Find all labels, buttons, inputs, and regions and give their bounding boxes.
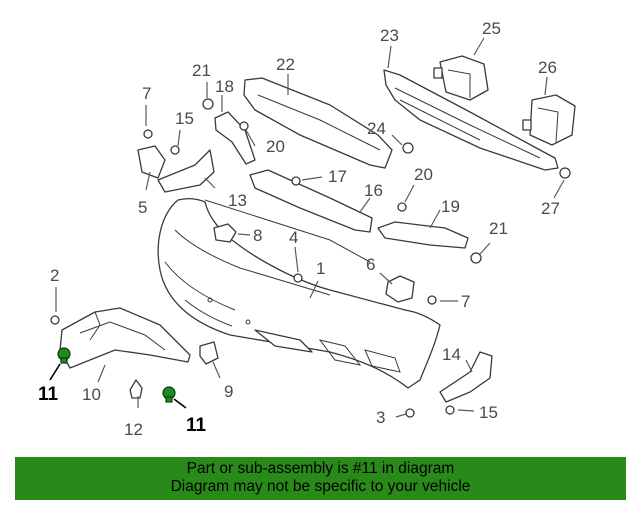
callout-11b: 11: [186, 415, 207, 436]
callout-8: 8: [253, 226, 262, 245]
bumper-cover[interactable]: [157, 198, 441, 389]
clip-12[interactable]: [129, 379, 143, 399]
callout-23: 23: [380, 26, 399, 45]
part-11-highlight-b[interactable]: [162, 386, 176, 403]
banner-line-2: Diagram may not be specific to your vehi…: [170, 478, 471, 495]
callout-24: 24: [367, 119, 386, 138]
clip-8[interactable]: [213, 223, 237, 243]
banner-line-1: Part or sub-assembly is #11 in diagram: [186, 460, 455, 477]
under-cover[interactable]: [59, 307, 191, 369]
callout-12: 12: [124, 420, 143, 439]
callout-22: 22: [276, 55, 295, 74]
callout-27: 27: [541, 199, 560, 218]
callout-16: 16: [364, 181, 383, 200]
callouts: 1 2 3 4 5 6 7 7 8 9 10 11 11 12 13 14 15…: [38, 19, 560, 439]
bracket-26[interactable]: [522, 94, 576, 146]
retainer-19[interactable]: [377, 221, 469, 249]
bracket-5[interactable]: [137, 145, 166, 179]
callout-1: 1: [316, 259, 325, 278]
callout-20b: 20: [414, 165, 433, 184]
callout-10: 10: [82, 385, 101, 404]
callout-21b: 21: [489, 219, 508, 238]
callout-5: 5: [138, 198, 147, 217]
callout-3: 3: [376, 408, 385, 427]
reinforcement-bar[interactable]: [383, 69, 559, 171]
callout-7a: 7: [142, 84, 151, 103]
bracket-6[interactable]: [385, 275, 415, 303]
fasteners: [50, 98, 571, 418]
callout-11a: 11: [38, 384, 59, 405]
callout-25: 25: [482, 19, 501, 38]
callout-7b: 7: [461, 292, 470, 311]
callout-14: 14: [442, 345, 461, 364]
callout-15b: 15: [479, 403, 498, 422]
callout-13: 13: [228, 191, 247, 210]
bracket-25[interactable]: [433, 55, 489, 101]
bracket-13[interactable]: [157, 149, 215, 193]
callout-26: 26: [538, 58, 557, 77]
leader-lines: [49, 37, 565, 418]
callout-20a: 20: [266, 137, 285, 156]
callout-21a: 21: [192, 61, 211, 80]
callout-17: 17: [328, 167, 347, 186]
info-banner: Part or sub-assembly is #11 in diagram D…: [15, 457, 626, 500]
callout-2: 2: [50, 266, 59, 285]
callout-19: 19: [441, 197, 460, 216]
part-11-highlight-a[interactable]: [57, 347, 71, 364]
callout-4: 4: [289, 228, 298, 247]
retainer-16[interactable]: [249, 169, 373, 233]
callout-9: 9: [224, 382, 233, 401]
clip-9[interactable]: [199, 341, 219, 365]
callout-6: 6: [366, 255, 375, 274]
callout-18: 18: [215, 77, 234, 96]
callout-15a: 15: [175, 109, 194, 128]
energy-absorber[interactable]: [243, 77, 393, 169]
bracket-18[interactable]: [214, 111, 256, 165]
bracket-14[interactable]: [439, 351, 493, 403]
